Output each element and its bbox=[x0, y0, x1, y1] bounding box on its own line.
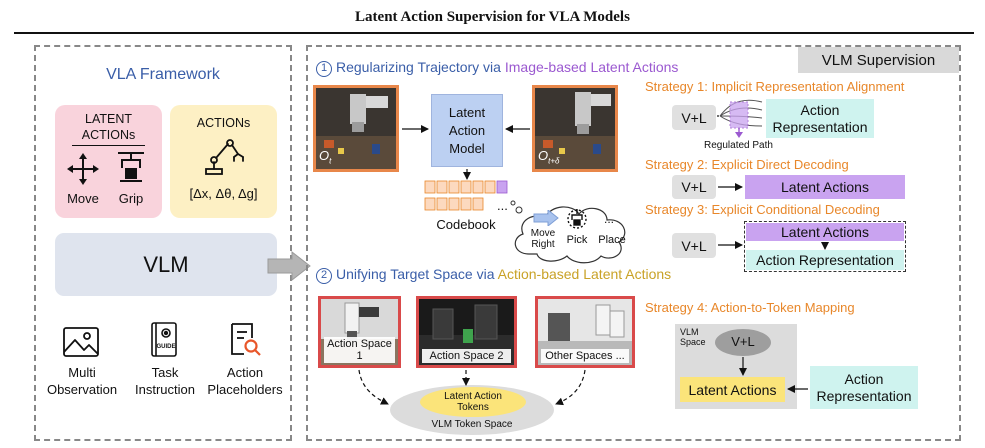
move-right-arrow-icon bbox=[533, 210, 559, 226]
strategy4-latent-box: Latent Actions bbox=[680, 377, 785, 402]
section2-number: 2 bbox=[316, 268, 332, 284]
observation-t-photo: Ot bbox=[313, 85, 399, 172]
vla-framework-panel bbox=[34, 45, 292, 441]
latent-action-model-label: Latent Action Model bbox=[448, 105, 486, 156]
place-label: Place bbox=[598, 234, 626, 246]
title-rule bbox=[14, 32, 974, 34]
strategy2-input-box: V+L bbox=[672, 175, 716, 199]
strategy3-latent-box: Latent Actions bbox=[746, 223, 904, 241]
scene-t1-illustration bbox=[535, 88, 615, 169]
strategy1-target-box: Action Representation bbox=[766, 99, 874, 138]
vlm-token-space-label: VLM Token Space bbox=[431, 419, 513, 430]
observation-t-label: Ot bbox=[319, 148, 332, 166]
figure-title: Latent Action Supervision for VLA Models bbox=[355, 9, 630, 25]
move-right-label: Move Right bbox=[530, 228, 556, 250]
strategy4-vlm-space-label: VLM Space bbox=[680, 327, 706, 347]
codebook-ellipsis: ... bbox=[497, 198, 508, 213]
observation-t1-photo: Ot+δ bbox=[532, 85, 618, 172]
action-placeholders-label: Action Placeholders bbox=[207, 365, 283, 397]
strategy4-title: Strategy 4: Action-to-Token Mapping bbox=[645, 300, 855, 315]
vlm-supervision-badge: VLM Supervision bbox=[798, 47, 959, 73]
latent-actions-card bbox=[55, 105, 162, 218]
guide-book-icon: GUIDE bbox=[151, 322, 177, 357]
strategy4-rep-box: Action Representation bbox=[810, 366, 918, 409]
vlm-box bbox=[55, 233, 277, 296]
latent-action-tokens-ellipse bbox=[420, 387, 526, 417]
strategy4-input-label: V+L bbox=[731, 334, 755, 349]
actions-card bbox=[170, 105, 277, 218]
section1-number: 1 bbox=[316, 61, 332, 77]
pick-gripper-icon bbox=[567, 209, 587, 229]
latent-card-underline bbox=[72, 145, 145, 146]
action-space-1-photo: Action Space 1 bbox=[318, 296, 401, 368]
strategy2-title: Strategy 2: Explicit Direct Decoding bbox=[645, 157, 849, 172]
vlm-label: VLM bbox=[143, 252, 189, 277]
strategy4-vl-ellipse bbox=[715, 329, 771, 356]
strategy1-input-box: V+L bbox=[672, 105, 716, 130]
other-spaces-photo: Other Spaces ... bbox=[535, 296, 635, 368]
strategy3-input-box: V+L bbox=[672, 233, 716, 258]
task-instruction-label: Task Instruction bbox=[135, 365, 195, 397]
robot-arm-icon bbox=[205, 139, 244, 175]
strategy2-target-box: Latent Actions bbox=[745, 175, 905, 199]
multi-observation-label: Multi Observation bbox=[46, 365, 118, 397]
image-icon bbox=[63, 327, 99, 357]
section2-prefix: Unifying Target Space via bbox=[336, 266, 498, 282]
action-space-2-photo: Action Space 2 bbox=[416, 296, 517, 368]
vla-framework-heading: VLA Framework bbox=[106, 66, 220, 83]
other-spaces-label: Other Spaces ... bbox=[541, 349, 629, 363]
vlm-to-supervision-arrow bbox=[267, 251, 311, 281]
codebook-label: Codebook bbox=[436, 217, 496, 232]
regulated-path-label: Regulated Path bbox=[704, 140, 773, 151]
latent-action-model-box bbox=[431, 94, 503, 167]
grip-icon bbox=[118, 152, 144, 182]
guide-icon-text: GUIDE bbox=[156, 344, 175, 350]
strategy3-target-group bbox=[744, 221, 906, 272]
section1-highlight: Image-based Latent Actions bbox=[504, 59, 679, 75]
observation-t1-label: Ot+δ bbox=[538, 148, 560, 166]
strategy3-title: Strategy 3: Explicit Conditional Decodin… bbox=[645, 202, 880, 217]
grip-label: Grip bbox=[118, 191, 144, 206]
action-formula: [Δx, Δθ, Δg] bbox=[189, 186, 258, 201]
actions-card-title: ACTIONs bbox=[196, 116, 251, 130]
section1-prefix: Regularizing Trajectory via bbox=[336, 59, 505, 75]
move-label: Move bbox=[67, 191, 99, 206]
move-icon bbox=[67, 153, 99, 185]
action-space-2-label: Action Space 2 bbox=[422, 349, 511, 363]
pick-label: Pick bbox=[566, 234, 588, 246]
strategy1-title: Strategy 1: Implicit Representation Alig… bbox=[645, 79, 905, 94]
section2-highlight: Action-based Latent Actions bbox=[497, 266, 672, 282]
vlm-supervision-panel bbox=[306, 45, 961, 441]
strategy3-rep-box: Action Representation bbox=[746, 250, 904, 270]
scene-t-illustration bbox=[316, 88, 396, 169]
cloud-ellipsis: ... bbox=[604, 212, 615, 226]
regulated-path-icon bbox=[719, 99, 763, 138]
search-document-icon bbox=[231, 323, 261, 356]
action-space-1-label: Action Space 1 bbox=[324, 337, 395, 363]
latent-actions-card-title: LATENT ACTIONs bbox=[81, 112, 136, 142]
latent-action-tokens-label: Latent Action Tokens bbox=[444, 391, 502, 413]
